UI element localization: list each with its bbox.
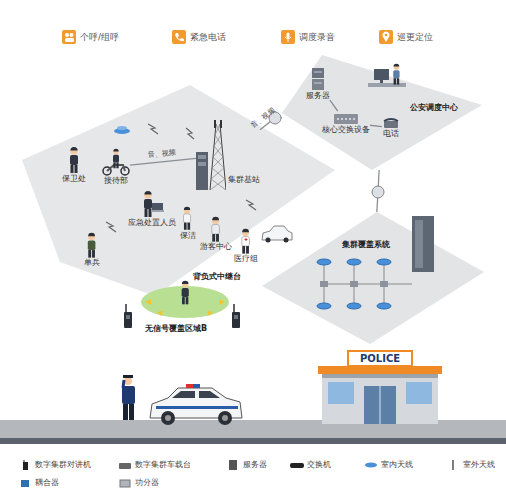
node-icon [333, 111, 359, 125]
node-label: 巡更定位 [397, 32, 433, 42]
legend-item: 室外天线 [446, 460, 495, 470]
node-label: 接待部 [104, 176, 128, 185]
legend-item: 数字集群对讲机 [18, 460, 91, 470]
node-icon [180, 206, 196, 231]
legend-item: 耦合器 [18, 478, 59, 488]
node-label: 单兵 [84, 258, 100, 267]
field-car [262, 226, 292, 243]
legend-label: 交换机 [307, 461, 331, 470]
legend-item: 服务器 [226, 460, 267, 470]
person-node: 应急处置人员 [128, 190, 176, 227]
node-label: 保卫处 [62, 174, 86, 183]
legend-swatch [290, 460, 304, 470]
node-icon [208, 216, 224, 242]
police-station: POLICE [318, 350, 442, 424]
legend-swatch [18, 460, 32, 470]
person-node: 医疗组 [234, 228, 258, 263]
node-icon [310, 67, 326, 91]
legend-label: 数字集群对讲机 [35, 461, 91, 470]
legend-label: 服务器 [243, 461, 267, 470]
legend-swatch [446, 460, 460, 470]
legend-item: 功分器 [118, 478, 159, 488]
base-station: 集群基站 [196, 120, 260, 190]
police-car [150, 384, 242, 425]
legend-swatch [364, 460, 378, 470]
person-node: 接待部 [102, 148, 130, 185]
legend-item: 室内天线 [364, 460, 413, 470]
node-label: 电话 [383, 129, 399, 138]
dish-icon [114, 126, 130, 134]
node-label: 核心交换设备 [322, 125, 370, 134]
legend-item: 交换机 [290, 460, 331, 470]
function-icon: 紧急电话 [172, 30, 226, 44]
node-label: POLICE [318, 353, 442, 365]
node-icon [196, 120, 226, 190]
node-label: 个呼/组呼 [80, 32, 119, 42]
server-node: 服务器 [306, 67, 330, 100]
police-officer [122, 375, 135, 420]
node-icon [140, 190, 164, 218]
node-label: 集群覆盖系统 [342, 240, 390, 249]
legend-label: 耦合器 [35, 479, 59, 488]
node-icon [62, 30, 76, 44]
connector [130, 158, 196, 165]
switch-node: 核心交换设备 [322, 111, 370, 134]
node-icon [66, 146, 82, 174]
person-node: 保洁 [180, 206, 196, 240]
function-icon: 巡更定位 [379, 30, 433, 44]
node-label: 公安调度中心 [410, 103, 458, 112]
node-label: 医疗组 [234, 254, 258, 263]
legend-label: 室内天线 [381, 461, 413, 470]
node-label: 背负式中继台 [193, 272, 241, 281]
legend-label: 数字集群车载台 [135, 461, 191, 470]
function-icon: 调度录音 [281, 30, 335, 44]
node-label: 游客中心 [200, 242, 232, 251]
legend-swatch [118, 460, 132, 470]
legend-item: 数字集群车载台 [118, 460, 191, 470]
legend-swatch [118, 478, 132, 488]
node-label: 调度录音 [299, 32, 335, 42]
node-icon [281, 30, 295, 44]
panel-shape [262, 212, 484, 344]
dispatch-center-panel: 公安调度中心 服务器核心交换设备 电话 [282, 55, 482, 170]
person-node: 保卫处 [62, 146, 86, 183]
legend-label: 室外天线 [463, 461, 495, 470]
node-icon [84, 232, 100, 258]
node-label: 无信号覆盖区域B [145, 324, 207, 333]
legend-swatch [226, 460, 240, 470]
node-label: 保洁 [180, 231, 196, 240]
legend-label: 功分器 [135, 479, 159, 488]
node-icon [238, 228, 254, 254]
node-icon [382, 117, 400, 129]
coverage-panel: 集群覆盖系统 [262, 212, 484, 344]
node-icon [102, 148, 130, 176]
node-label: 集群基站 [228, 175, 260, 184]
relay-area: 背负式中继台无信号覆盖区域B [135, 268, 260, 340]
function-icon: 个呼/组呼 [62, 30, 119, 44]
node-label: 紧急电话 [190, 32, 226, 42]
person-node: 单兵 [84, 232, 100, 267]
node-label: 应急处置人员 [128, 218, 176, 227]
edge-label: 音、视频 [148, 147, 177, 160]
person-node: 游客中心 [200, 216, 232, 251]
node-label: 服务器 [306, 91, 330, 100]
legend-swatch [18, 478, 32, 488]
phone-node: 电话 [382, 117, 400, 138]
node-icon [172, 30, 186, 44]
node-icon [379, 30, 393, 44]
